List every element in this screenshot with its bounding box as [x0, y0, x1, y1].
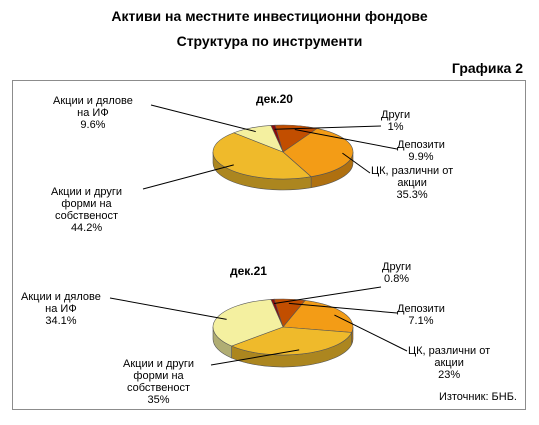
pie-label-line: на ИФ: [45, 303, 77, 315]
leader-line-1-equity: [210, 349, 300, 366]
pie-label-value: 7.1%: [408, 315, 434, 327]
pie-label-value: 35.3%: [396, 189, 428, 201]
pie-label-line: на ИФ: [77, 107, 109, 119]
leader-line-0-equity: [142, 164, 234, 190]
pie-title-0: дек.20: [256, 92, 293, 106]
pie-label-line: собственост: [127, 382, 191, 394]
pie-label-line: Акции и дялове: [21, 291, 101, 303]
leader-line-1-securities: [334, 314, 408, 352]
pie-label-line: Акции и дялове: [53, 95, 133, 107]
page-subtitle: Структура по инструменти: [176, 33, 363, 49]
pie-label-line: собственост: [55, 210, 119, 222]
pie-slice-0-funds: [233, 125, 284, 153]
page-title: Активи на местните инвестиционни фондове: [111, 8, 428, 24]
pie-slice-0-securities: [282, 128, 354, 178]
pie-label-value: 1%: [387, 121, 404, 133]
leader-line-0-funds: [150, 104, 256, 133]
leader-line-1-deposits: [288, 302, 398, 314]
leader-line-0-securities: [342, 152, 371, 174]
pie-label-line: акции: [434, 357, 464, 369]
pie-label-line: акции: [397, 177, 427, 189]
pie-label-value: 44.2%: [70, 222, 103, 234]
pie-label-value: 34.1%: [45, 315, 77, 327]
figure-label: Графика 2: [451, 60, 523, 76]
pie-label-line: ЦК, различни от: [408, 345, 491, 357]
pie-charts: [109, 104, 408, 368]
pie-label-name: Депозити: [397, 303, 445, 315]
leader-line-1-funds: [109, 297, 227, 320]
pie-label-line: Акции и други: [123, 358, 195, 370]
source-note: Източник: БНБ.: [438, 391, 517, 403]
leader-line-0-deposits: [294, 129, 398, 150]
leader-line-0-other: [274, 125, 382, 130]
pie-label-value: 9.9%: [408, 151, 434, 163]
pie-label-line: форми на: [61, 198, 112, 210]
pie-slice-1-securities: [282, 300, 354, 333]
leader-line-1-other: [274, 286, 382, 304]
pie-label-value: 0.8%: [384, 273, 410, 285]
pie-label-value: 9.6%: [80, 119, 106, 131]
pie-label-value: 35%: [147, 394, 170, 406]
pie-label-name: Други: [382, 261, 412, 273]
pie-label-name: Депозити: [397, 139, 445, 151]
pie-label-line: Акции и други: [51, 186, 123, 198]
pie-title-1: дек.21: [230, 264, 267, 278]
pie-label-line: ЦК, различни от: [371, 165, 454, 177]
pie-slice-1-equity: [230, 326, 353, 356]
pie-label-line: форми на: [133, 370, 184, 382]
pie-label-name: Други: [381, 109, 411, 121]
pie-label-value: 23%: [438, 369, 461, 381]
